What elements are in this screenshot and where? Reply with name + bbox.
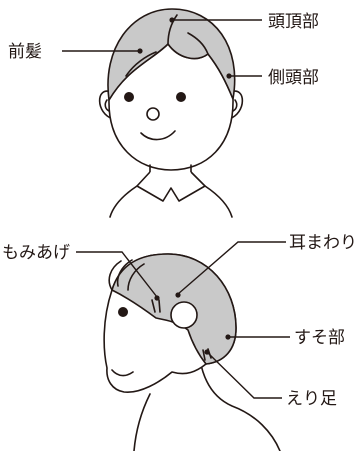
right-ear-inner xyxy=(232,99,238,112)
around-ear-label: 耳まわり xyxy=(289,233,357,253)
nose xyxy=(146,107,160,121)
side-label: 側頭部 xyxy=(268,68,319,88)
around-ear-marker xyxy=(175,292,181,298)
left-ear-inner xyxy=(104,99,110,112)
nape-leader-line xyxy=(206,351,282,399)
label-bangs: 前髪 xyxy=(8,42,143,62)
side-mouth xyxy=(111,369,134,377)
left-eye xyxy=(124,92,134,102)
label-hem: すそ部 xyxy=(225,328,345,348)
crown-label: 頭頂部 xyxy=(268,12,319,32)
label-sideburns: もみあげ xyxy=(2,243,160,301)
collar xyxy=(136,171,206,202)
side-marker xyxy=(226,73,232,79)
ear xyxy=(170,301,198,329)
label-side: 側頭部 xyxy=(226,68,319,88)
hair-strand-line xyxy=(187,32,209,55)
sideburns-marker xyxy=(154,295,160,301)
sideburns-leader-line xyxy=(76,251,158,298)
bangs-marker xyxy=(137,48,143,54)
around-ear-leader-line xyxy=(177,241,286,295)
label-nape: えり足 xyxy=(204,349,337,409)
crown-marker xyxy=(169,17,175,23)
sideburn-strands xyxy=(151,299,161,313)
front-hair xyxy=(107,8,236,101)
label-around-ear: 耳まわり xyxy=(175,233,357,298)
label-crown: 頭頂部 xyxy=(169,12,319,32)
hair-parting-line xyxy=(167,14,178,45)
bangs-label: 前髪 xyxy=(8,42,42,62)
nape-label: えり足 xyxy=(286,389,337,409)
front-neck-shoulder xyxy=(133,393,151,451)
side-eye xyxy=(118,307,128,317)
sideburns-label: もみあげ xyxy=(2,243,70,263)
hem-marker xyxy=(225,334,231,340)
front-view-figure: 頭頂部 前髪 側頭部 xyxy=(8,8,319,218)
side-view-figure: もみあげ 耳まわり すそ部 えり足 xyxy=(2,233,357,451)
right-eye xyxy=(176,92,186,102)
back-neck-shoulder xyxy=(199,359,281,451)
nape-marker xyxy=(204,349,210,355)
bangs-strand-line xyxy=(125,51,157,77)
hem-label: すそ部 xyxy=(294,328,345,348)
mouth xyxy=(140,130,176,141)
shoulders xyxy=(109,185,233,218)
